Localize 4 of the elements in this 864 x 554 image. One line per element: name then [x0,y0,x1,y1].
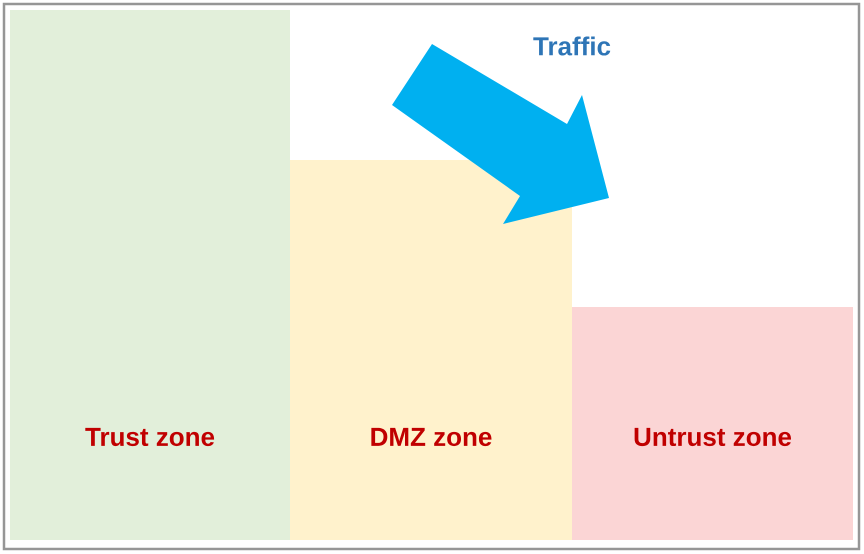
zone-block: Trust zone [10,10,290,540]
arrow-label: Traffic [533,36,610,56]
zone-block: Untrust zone [572,307,853,540]
zone-block: DMZ zone [290,160,572,540]
